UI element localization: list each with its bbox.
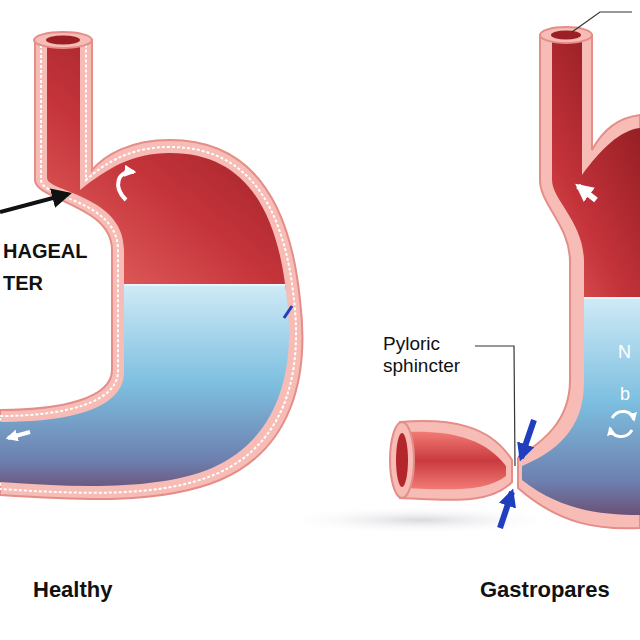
esophagus-opening (34, 32, 92, 48)
duodenum-lumen (404, 432, 506, 490)
part-label: HAGEAL (3, 240, 87, 263)
flow-arrow (8, 432, 30, 438)
duodenum (400, 421, 512, 500)
esophagus-opening (540, 27, 592, 43)
part-label: N (618, 342, 631, 363)
part-label: b (620, 384, 630, 405)
leader-line (572, 12, 632, 32)
pointer-arrow (0, 194, 68, 212)
stomach-lumen (500, 20, 640, 528)
duodenum-opening (390, 422, 414, 498)
part-label: Pyloric sphincter (383, 333, 475, 377)
circular-arrow (610, 428, 632, 437)
constriction-arrow (500, 492, 512, 528)
circular-arrow (612, 411, 634, 420)
shadow (280, 506, 560, 534)
leader-line (475, 346, 515, 466)
part-label: TER (3, 272, 43, 295)
panel-caption: Healthy (33, 577, 112, 602)
duodenum-opening-lumen (396, 433, 408, 487)
esophagus-lumen (46, 36, 80, 45)
reflux-arrow (578, 186, 596, 200)
esophagus-lumen (551, 31, 581, 40)
flow-arrow (118, 172, 134, 200)
contraction-mark (284, 306, 292, 318)
constriction-arrow (521, 420, 534, 458)
stomach-lumen (0, 30, 320, 505)
panel-caption: Gastropares (480, 577, 610, 602)
